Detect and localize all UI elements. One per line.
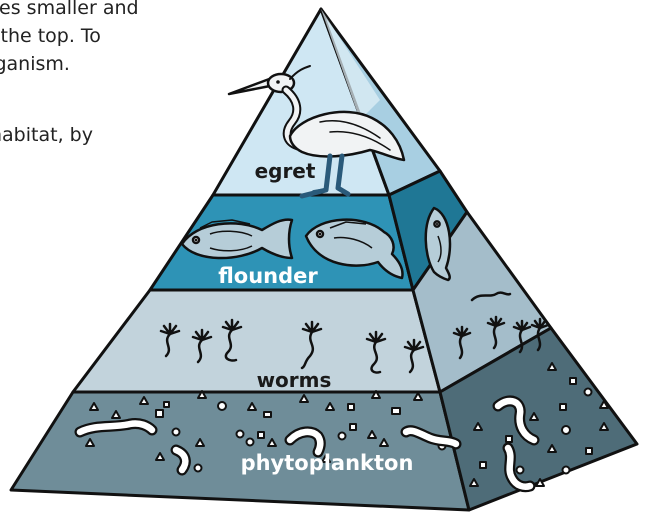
worms-label: worms <box>257 368 332 392</box>
flounder-label: flounder <box>218 264 318 288</box>
egret-label: egret <box>255 159 316 183</box>
phytoplankton-label: phytoplankton <box>241 451 414 475</box>
